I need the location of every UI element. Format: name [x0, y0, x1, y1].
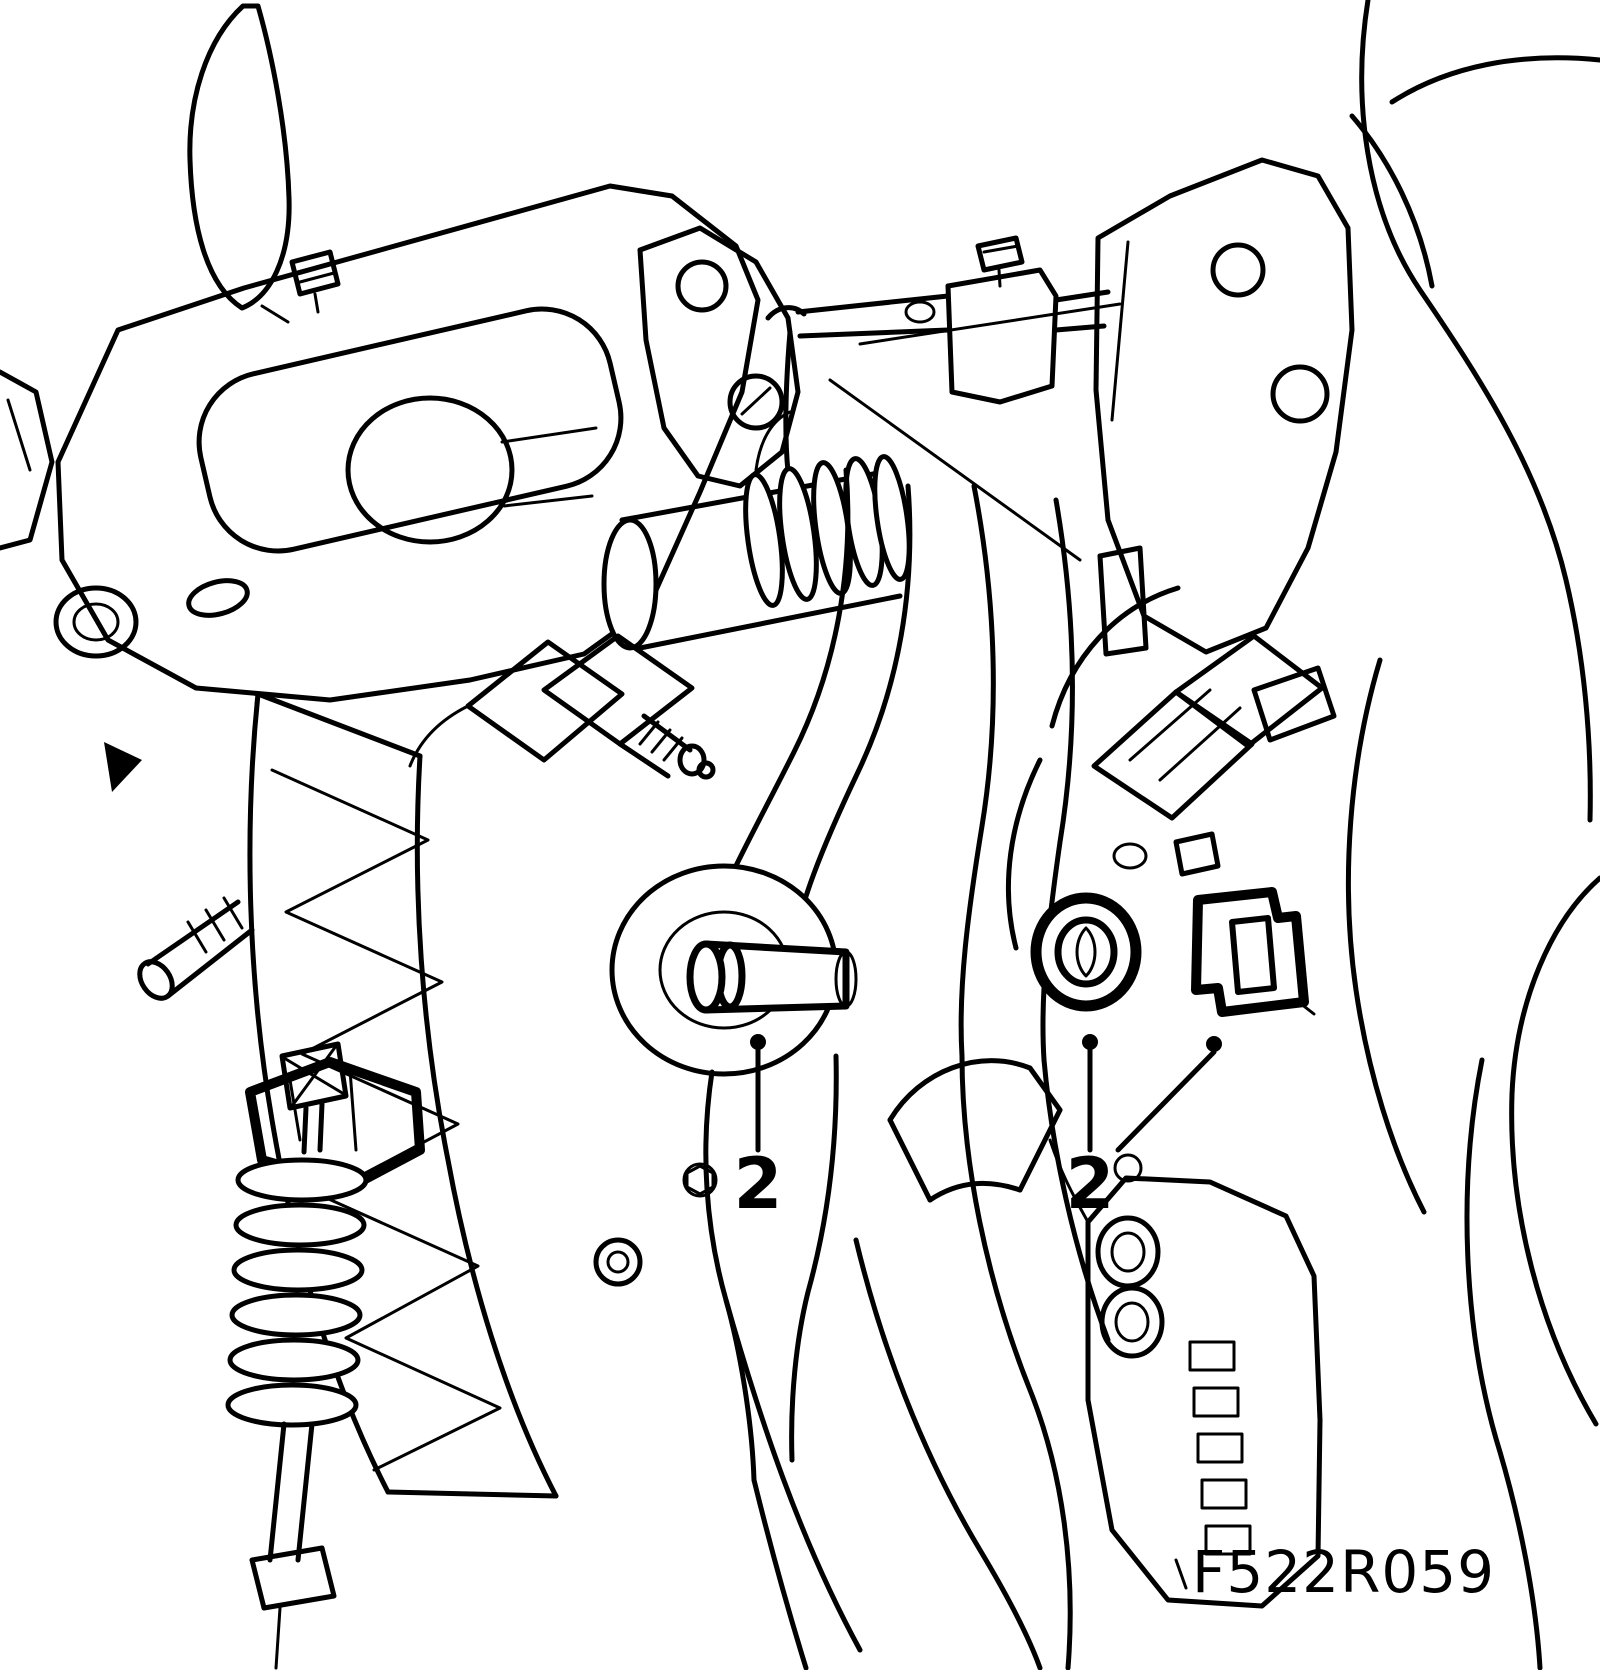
lattice-truss	[247, 691, 559, 1499]
callout-left-dot	[750, 1034, 766, 1050]
callout-left: 2	[734, 1034, 783, 1225]
left-switch-connector	[408, 633, 716, 780]
right-bracket-plate	[1049, 157, 1355, 729]
lower-right-bracket	[1048, 1138, 1323, 1609]
body-structure-curves	[1345, 0, 1600, 1670]
callout-right-label: 2	[1066, 1143, 1115, 1225]
washer	[1030, 892, 1142, 1012]
callout-right-dot-clip	[1206, 1036, 1222, 1052]
return-spring-cylinder	[601, 305, 912, 651]
center-bracket-and-crossmember	[637, 225, 1122, 562]
master-cylinder-spring	[225, 1041, 425, 1670]
callout-right-dot-washer	[1082, 1034, 1098, 1050]
callout-right-leader-line-clip	[1115, 1049, 1217, 1153]
upper-left-handle	[187, 3, 341, 324]
left-plunger	[137, 896, 255, 1001]
figure-code-tick	[1174, 1558, 1188, 1590]
callout-left-label: 2	[734, 1143, 783, 1225]
callout-right: 2	[1066, 1034, 1222, 1225]
pivot-pin	[686, 940, 858, 1014]
figure-code: F522R059	[1192, 1538, 1495, 1606]
left-bracket-plate	[0, 183, 761, 792]
retaining-clip	[1191, 887, 1316, 1017]
right-switch-connector	[1005, 633, 1337, 951]
